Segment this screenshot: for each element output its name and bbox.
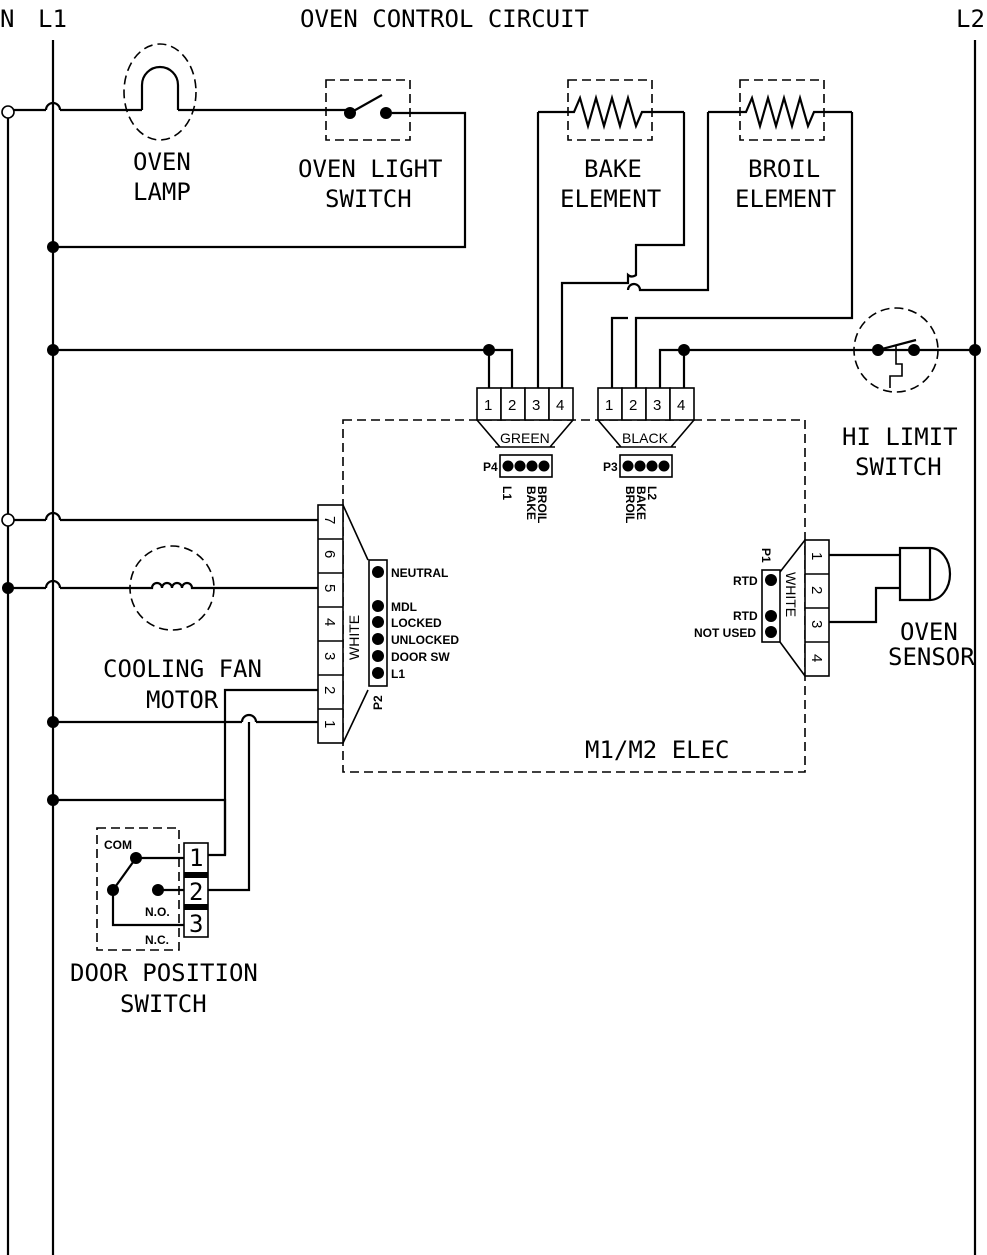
control-board-outline: [342, 419, 806, 773]
door-switch-pin-3: 3: [189, 910, 203, 938]
p4-signal-bake: BAKE: [524, 486, 538, 520]
p2-pin-4: 4: [321, 618, 338, 626]
p2-wiring: [1, 511, 318, 892]
bake-element-label-2: ELEMENT: [560, 185, 661, 213]
p1-signal-rtd-1: RTD: [733, 574, 758, 588]
hi-limit-switch: HI LIMIT SWITCH: [842, 307, 958, 481]
oven-sensor: OVEN SENSOR: [888, 546, 975, 671]
door-switch-pin-1: 1: [189, 844, 203, 872]
bake-element-outline: [567, 79, 653, 141]
p4-pin-1: 1: [484, 397, 492, 414]
connector-p2: 7 6 5 4 3 2 1 WHITE P2 NEUTRAL MDL LOCKE…: [317, 504, 459, 744]
rail-label-n: N: [0, 5, 14, 33]
p2-signal-door-sw: DOOR SW: [391, 650, 450, 664]
p1-pin-2: 2: [808, 586, 825, 594]
cooling-fan-motor: COOLING FAN MOTOR: [103, 545, 262, 714]
oven-light-switch-label-2: SWITCH: [325, 185, 412, 213]
door-switch-com-label: COM: [104, 838, 132, 852]
power-feeds: [47, 344, 981, 388]
p3-pin-4: 4: [677, 397, 685, 414]
broil-element: BROIL ELEMENT: [610, 79, 854, 388]
p1-pin-3: 3: [808, 620, 825, 628]
broil-element-label-1: BROIL: [748, 155, 820, 183]
door-switch-nc-label: N.C.: [145, 933, 169, 947]
p1-pin-1: 1: [808, 552, 825, 560]
p4-pin-4: 4: [556, 397, 564, 414]
door-switch-label-1: DOOR POSITION: [70, 959, 258, 987]
neutral-terminal: [1, 105, 15, 119]
p2-signal-l1: L1: [391, 667, 405, 681]
control-board-label: M1/M2 ELEC: [585, 736, 730, 764]
p4-signal-broil: BROIL: [535, 486, 549, 523]
p2-pin-3: 3: [321, 652, 338, 660]
p2-signal-locked: LOCKED: [391, 616, 442, 630]
oven-lamp-label-1: OVEN: [133, 148, 191, 176]
p3-pin-2: 2: [629, 397, 637, 414]
p2-pin-7: 7: [321, 516, 338, 524]
p3-signal-broil: BROIL: [623, 486, 637, 523]
p2-signal-neutral: NEUTRAL: [391, 566, 448, 580]
p4-pin-2: 2: [508, 397, 516, 414]
oven-sensor-label-2: SENSOR: [888, 643, 975, 671]
p3-pin-3: 3: [653, 397, 661, 414]
p2-id-label: P2: [371, 695, 385, 710]
p2-pin-2: 2: [321, 686, 338, 694]
p1-pin-4: 4: [808, 654, 825, 662]
rail-label-l1: L1: [38, 5, 67, 33]
p1-signal-rtd-2: RTD: [733, 609, 758, 623]
cooling-fan-outline: [129, 545, 215, 631]
p1-id-label: P1: [759, 548, 773, 563]
p2-pin-1: 1: [321, 720, 338, 728]
cooling-fan-label-2: MOTOR: [146, 686, 219, 714]
rail-label-l2: L2: [956, 5, 985, 33]
hi-limit-outline: [853, 307, 939, 393]
p3-signal-bake: BAKE: [634, 486, 648, 520]
door-position-switch: 1 2 3 COM N.O. N.C. DOOR POSITION SWITCH: [47, 794, 258, 1018]
door-switch-label-2: SWITCH: [120, 990, 207, 1018]
bake-element-label-1: BAKE: [584, 155, 642, 183]
p3-pin-1: 1: [605, 397, 613, 414]
p1-signal-not-used: NOT USED: [694, 626, 756, 640]
hi-limit-label-1: HI LIMIT: [842, 423, 958, 451]
cooling-fan-label-1: COOLING FAN: [103, 655, 262, 683]
oven-light-switch-label-1: OVEN LIGHT: [298, 155, 443, 183]
rails: [6, 40, 977, 1255]
oven-light-switch-outline: [325, 79, 411, 141]
oven-sensor-label-1: OVEN: [900, 618, 958, 646]
broil-element-label-2: ELEMENT: [735, 185, 836, 213]
connector-p3: 1 2 3 4 BLACK P3 L2 BAKE BROIL: [597, 387, 695, 523]
p2-color-label: WHITE: [346, 615, 362, 660]
p1-color-label: WHITE: [783, 572, 799, 617]
hi-limit-label-2: SWITCH: [855, 453, 942, 481]
p3-id-label: P3: [603, 460, 618, 474]
p2-signal-mdl: MDL: [391, 600, 417, 614]
oven-lamp-label-2: LAMP: [133, 178, 191, 206]
p4-color-label: GREEN: [500, 430, 550, 446]
broil-element-outline: [739, 79, 825, 141]
diagram-title: OVEN CONTROL CIRCUIT: [300, 5, 589, 33]
p3-signal-l2: L2: [645, 486, 659, 500]
door-switch-pin-2: 2: [189, 878, 203, 906]
p3-color-label: BLACK: [622, 430, 669, 446]
p2-pin-5: 5: [321, 584, 338, 592]
oven-lamp-branch: OVEN LAMP OVEN LIGHT SWITCH: [1, 43, 467, 253]
oven-lamp-outline: [123, 43, 197, 141]
connector-p1: 1 2 3 4 WHITE P1 RTD RTD NOT USED: [694, 539, 900, 677]
door-switch-no-label: N.O.: [145, 905, 170, 919]
p2-signal-unlocked: UNLOCKED: [391, 633, 459, 647]
p2-pin-6: 6: [321, 550, 338, 558]
connector-p4: 1 2 3 4 GREEN P4 L1 BAKE BROIL: [476, 387, 574, 523]
p4-signal-l1: L1: [500, 486, 514, 500]
p4-id-label: P4: [483, 460, 498, 474]
bake-element: BAKE ELEMENT: [536, 79, 686, 388]
p4-pin-3: 3: [532, 397, 540, 414]
